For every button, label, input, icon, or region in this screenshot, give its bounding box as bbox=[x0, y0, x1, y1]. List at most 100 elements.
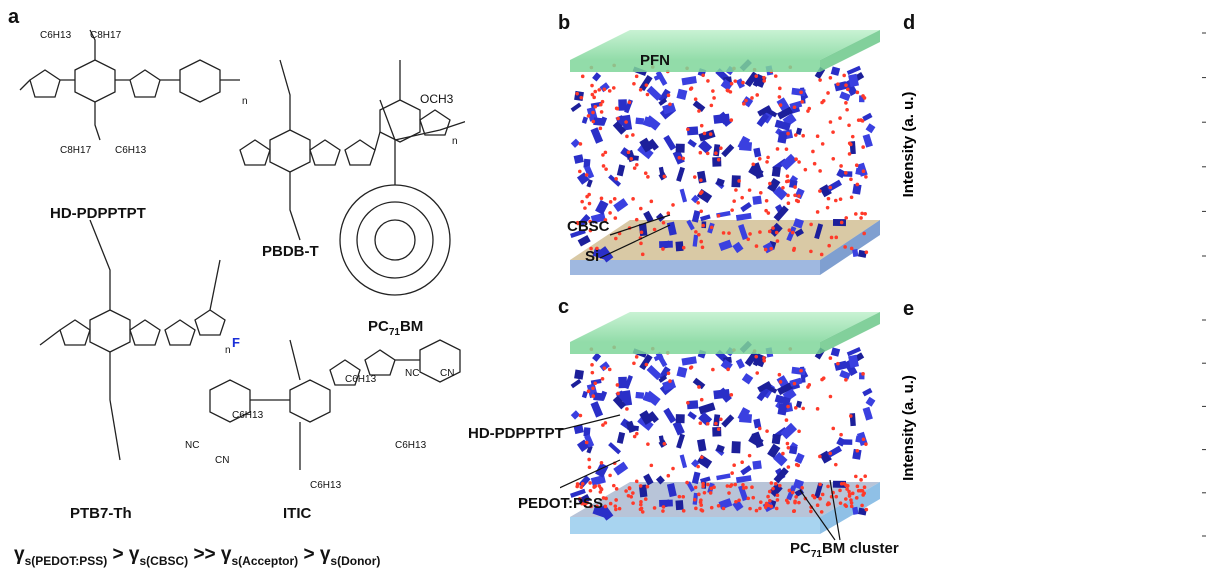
polymer-chain bbox=[698, 129, 716, 142]
data-point-Si bbox=[1204, 502, 1208, 506]
fullerene-molecule bbox=[775, 493, 780, 498]
pbdb-t-structure bbox=[239, 59, 451, 241]
fullerene-molecule bbox=[666, 473, 671, 478]
fullerene-molecule bbox=[729, 118, 734, 122]
fullerene-molecule bbox=[737, 179, 741, 183]
substituent-cn: CN bbox=[440, 368, 455, 379]
fullerene-molecule bbox=[643, 171, 648, 175]
polymer-chain bbox=[735, 358, 745, 369]
fullerene-molecule bbox=[575, 220, 580, 225]
polymer-chain bbox=[773, 467, 789, 484]
polymer-chain bbox=[731, 175, 741, 188]
fullerene-molecule bbox=[580, 481, 585, 486]
polymer-chain bbox=[692, 100, 706, 112]
fullerene-molecule bbox=[671, 466, 675, 471]
chart-d: 0102030405060708090Sputter timeIntensity… bbox=[900, 32, 1206, 257]
inequality-operator: > bbox=[298, 544, 320, 565]
fullerene-molecule bbox=[580, 199, 584, 204]
fullerene-molecule bbox=[807, 106, 812, 111]
fullerene-molecule bbox=[589, 504, 593, 509]
fullerene-molecule bbox=[611, 86, 616, 90]
fullerene-molecule bbox=[681, 509, 686, 513]
fullerene-molecule bbox=[602, 366, 607, 370]
fullerene-molecule bbox=[698, 150, 703, 155]
fullerene-molecule bbox=[712, 485, 716, 490]
polymer-chain bbox=[862, 133, 873, 148]
fullerene-molecule bbox=[793, 500, 797, 505]
fullerene-molecule bbox=[847, 123, 851, 128]
fullerene-molecule bbox=[645, 92, 650, 97]
fullerene-molecule bbox=[833, 198, 838, 203]
fullerene-molecule bbox=[694, 230, 698, 234]
fullerene-molecule bbox=[614, 236, 618, 241]
polymer-chain bbox=[721, 143, 735, 158]
fullerene-molecule bbox=[701, 223, 706, 228]
fullerene-molecule bbox=[593, 104, 598, 109]
fullerene-molecule bbox=[701, 484, 706, 489]
panel-label-b: b bbox=[558, 12, 571, 34]
polymer-chain bbox=[741, 373, 754, 385]
polymer-chain bbox=[735, 212, 752, 221]
fullerene-molecule bbox=[733, 482, 738, 487]
fullerene-molecule bbox=[766, 494, 770, 499]
fullerene-molecule bbox=[600, 377, 605, 381]
polymer-chain bbox=[574, 90, 584, 102]
fullerene-molecule bbox=[719, 146, 723, 150]
polymer-chain bbox=[696, 438, 707, 452]
fullerene-molecule bbox=[792, 246, 797, 251]
fullerene-molecule bbox=[578, 496, 582, 501]
fullerene-molecule bbox=[632, 81, 636, 86]
polymer-chain bbox=[578, 214, 591, 227]
substituent-nc: NC bbox=[185, 440, 200, 451]
data-point-S-tail bbox=[1204, 418, 1208, 422]
polymer-chain bbox=[732, 241, 744, 254]
polymer-chain bbox=[843, 439, 853, 445]
polymer-chain bbox=[573, 424, 584, 435]
fullerene-molecule bbox=[809, 222, 813, 227]
fullerene-molecule bbox=[775, 498, 780, 502]
fullerene-molecule bbox=[809, 249, 813, 254]
polymer-chain bbox=[735, 475, 752, 484]
fullerene-molecule bbox=[697, 492, 701, 497]
fullerene-molecule bbox=[640, 510, 645, 514]
fullerene-molecule bbox=[844, 483, 848, 487]
fullerene-molecule bbox=[797, 160, 801, 164]
polymer-chain bbox=[731, 441, 741, 454]
fullerene-molecule bbox=[706, 79, 710, 83]
fullerene-molecule bbox=[799, 368, 803, 373]
polymer-chain bbox=[698, 139, 713, 154]
polymer-chain bbox=[676, 88, 688, 101]
fullerene-molecule bbox=[697, 109, 701, 113]
series-line-Si bbox=[1206, 504, 1213, 534]
polymer-chain bbox=[586, 179, 593, 188]
fullerene-molecule bbox=[831, 130, 835, 134]
fullerene-molecule bbox=[864, 442, 868, 446]
fullerene-molecule bbox=[849, 498, 853, 502]
fullerene-molecule bbox=[661, 509, 665, 513]
fullerene-molecule bbox=[741, 482, 745, 487]
fullerene-molecule bbox=[754, 244, 759, 248]
fullerene-molecule bbox=[712, 96, 716, 100]
fullerene-molecule bbox=[797, 500, 801, 505]
polymer-chain bbox=[774, 394, 791, 406]
polymer-chain bbox=[590, 127, 604, 144]
fullerene-molecule bbox=[847, 152, 852, 156]
polymer-chain bbox=[814, 223, 824, 240]
label-pfn: PFN bbox=[640, 52, 670, 69]
fullerene-molecule bbox=[855, 484, 860, 489]
fullerene-molecule bbox=[730, 471, 734, 475]
fullerene-molecule bbox=[696, 464, 700, 469]
fullerene-molecule bbox=[777, 372, 782, 377]
polymer-chain bbox=[592, 352, 602, 362]
fullerene-molecule bbox=[861, 145, 865, 149]
polymer-chain bbox=[720, 359, 733, 372]
fullerene-molecule bbox=[833, 462, 838, 467]
polymer-chain bbox=[771, 433, 781, 445]
polymer-n: n bbox=[452, 136, 458, 147]
fullerene-molecule bbox=[844, 101, 848, 105]
fullerene-molecule bbox=[834, 235, 839, 240]
polymer-chain bbox=[717, 387, 732, 403]
polymer-chain bbox=[592, 72, 602, 82]
polymer-chain bbox=[715, 178, 725, 187]
surface-energy-term: γs(CBSC) bbox=[128, 544, 189, 568]
